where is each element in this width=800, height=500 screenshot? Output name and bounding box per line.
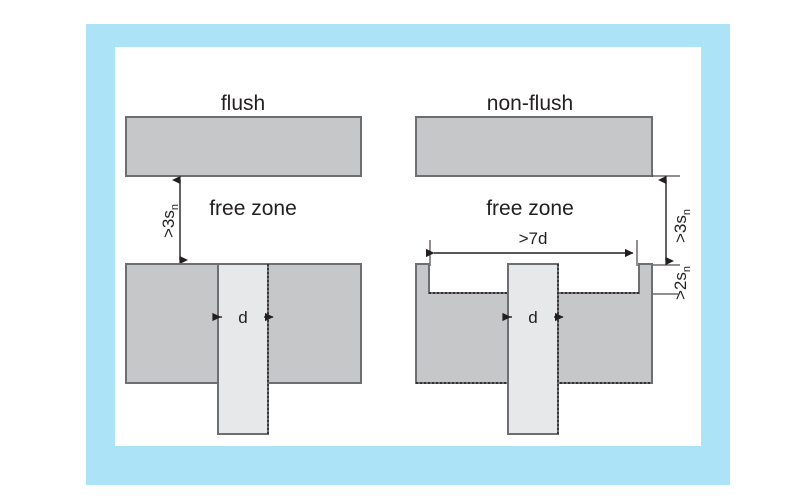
flush-title: flush <box>221 92 265 115</box>
non-flush-upper-block <box>415 116 653 177</box>
flush-sensor-body <box>217 263 269 435</box>
non-flush-recess-label: >2sn <box>671 266 693 300</box>
svg-text:>3sn: >3sn <box>671 209 693 243</box>
non-flush-width-label: >7d <box>519 229 548 248</box>
non-flush-diameter-label: d <box>528 308 537 327</box>
svg-text:>3sn: >3sn <box>159 204 181 238</box>
non-flush-clearance-label: >3sn <box>671 209 693 243</box>
non-flush-clearance-subscript: n <box>681 209 693 215</box>
non-flush-recess-subscript: n <box>681 266 693 272</box>
flush-clearance-subscript: n <box>169 204 181 210</box>
flush-clearance-label: >3sn <box>159 204 181 238</box>
frame-inner-panel <box>115 47 701 446</box>
flush-free-zone-label: free zone <box>209 197 297 220</box>
non-flush-title: non-flush <box>487 92 573 115</box>
flush-diagram: flush >3sn free zone d <box>125 92 362 435</box>
non-flush-sensor-body <box>507 263 559 435</box>
non-flush-diagram: non-flush free zone >7d >3sn <box>415 92 693 435</box>
non-flush-free-zone-label: free zone <box>486 197 574 220</box>
flush-diameter-label: d <box>238 308 247 327</box>
non-flush-clearance-prefix: >3s <box>671 215 690 243</box>
svg-text:>2sn: >2sn <box>671 266 693 300</box>
non-flush-recess-prefix: >2s <box>671 272 690 300</box>
flush-clearance-prefix: >3s <box>159 210 178 238</box>
flush-upper-block <box>125 116 362 177</box>
